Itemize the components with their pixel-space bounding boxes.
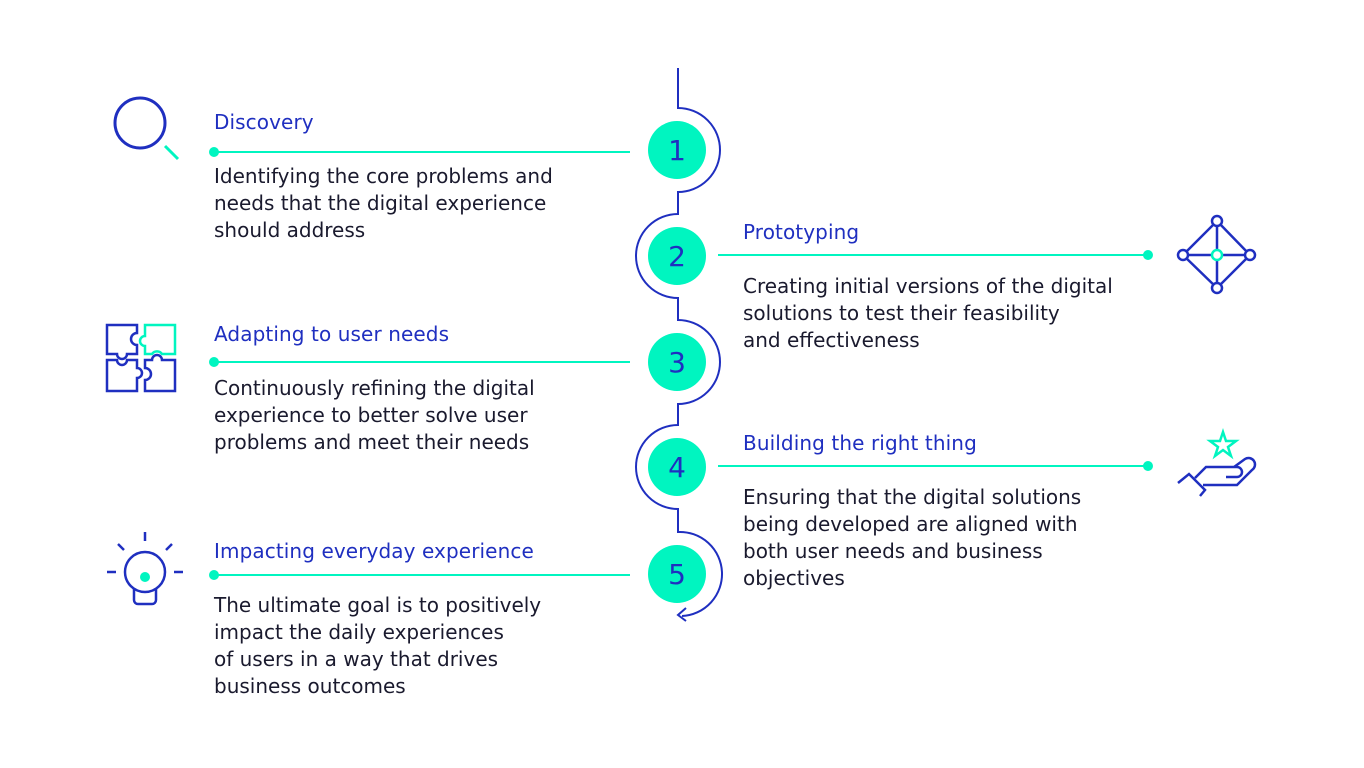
arrow-head-icon (676, 607, 687, 622)
connector-dot-3 (209, 357, 219, 367)
magnifier-icon (113, 96, 180, 161)
step-number-1: 1 (648, 121, 706, 179)
connector-dot-5 (209, 570, 219, 580)
puzzle-icon (105, 323, 177, 393)
connector-dot-2 (1143, 250, 1153, 260)
connector-dot-4 (1143, 461, 1153, 471)
timeline-spine (635, 68, 724, 617)
step-number-5: 5 (648, 545, 706, 603)
step-title-4: Building the right thing (743, 431, 977, 455)
step-title-1: Discovery (214, 110, 314, 134)
step-description-2: Creating initial versions of the digital… (743, 274, 1113, 352)
step-number-2: 2 (648, 227, 706, 285)
step-title-5: Impacting everyday experience (214, 539, 534, 563)
network-diamond-icon (1176, 214, 1257, 295)
connector-dot-1 (209, 147, 219, 157)
hand-star-icon (1177, 428, 1257, 497)
step-title-3: Adapting to user needs (214, 322, 450, 346)
step-description-4: Ensuring that the digital solutions bein… (743, 485, 1082, 590)
step-number-4: 4 (648, 438, 706, 496)
lightbulb-icon (107, 532, 183, 606)
step-description-5: The ultimate goal is to positively impac… (214, 593, 542, 698)
step-description-3: Continuously refining the digital experi… (214, 376, 535, 454)
step-number-3: 3 (648, 333, 706, 391)
step-description-1: Identifying the core problems and needs … (214, 164, 553, 242)
step-title-2: Prototyping (743, 220, 860, 244)
